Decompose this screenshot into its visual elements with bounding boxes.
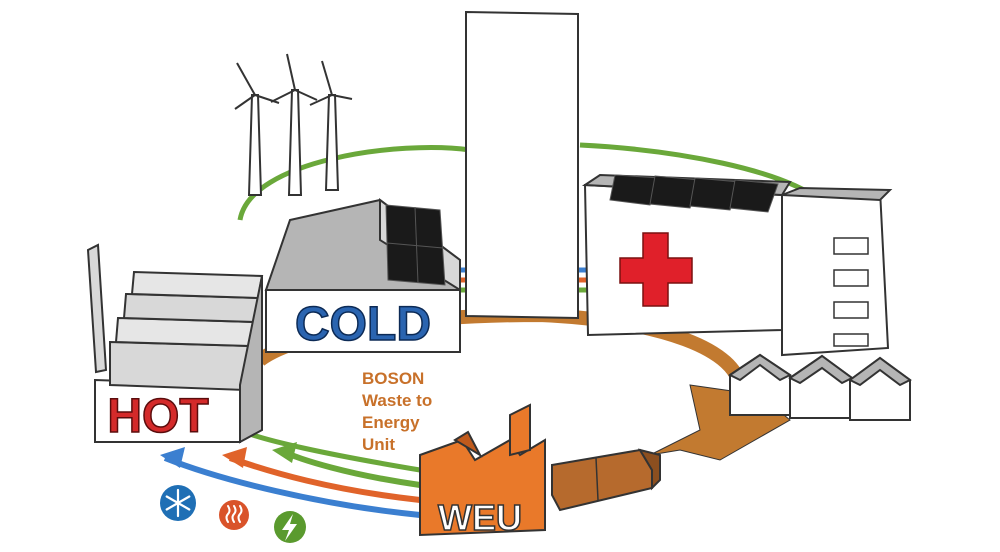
weu-building [419,403,546,537]
heat-return-line [229,455,421,503]
weu-description-line-2: Waste to [362,391,433,410]
cold-return-line [163,455,421,518]
hot-label: HOT [107,390,208,443]
wind-turbine [309,60,353,191]
weu-description-line-3: Energy [362,413,420,432]
house [848,356,912,421]
weu-description-line-4: Unit [362,435,396,454]
house [728,353,792,416]
hot-building [86,243,264,444]
snowflake-icon [160,485,196,521]
weu-description: BOSON Waste to Energy Unit [362,368,472,456]
lightning-icon [274,511,306,543]
weu-description-line-1: BOSON [362,369,425,388]
hospital-windows [833,237,869,347]
wind-turbines [234,53,353,196]
tall-tower [465,10,579,320]
hospital-solar-panels [609,174,779,213]
hospital-building [581,173,893,357]
cold-solar-panel [385,204,446,286]
waste-truck [551,448,661,512]
cold-arrow [160,447,185,468]
weu-label: WEU [438,497,522,538]
heat-icon [219,500,249,530]
heat-arrow [222,447,247,468]
cold-building [264,198,461,353]
wind-turbine [234,62,280,196]
house [788,354,854,419]
cold-label: COLD [295,298,431,351]
red-cross-icon [619,232,693,307]
wind-turbine [270,53,318,196]
houses [728,353,912,421]
